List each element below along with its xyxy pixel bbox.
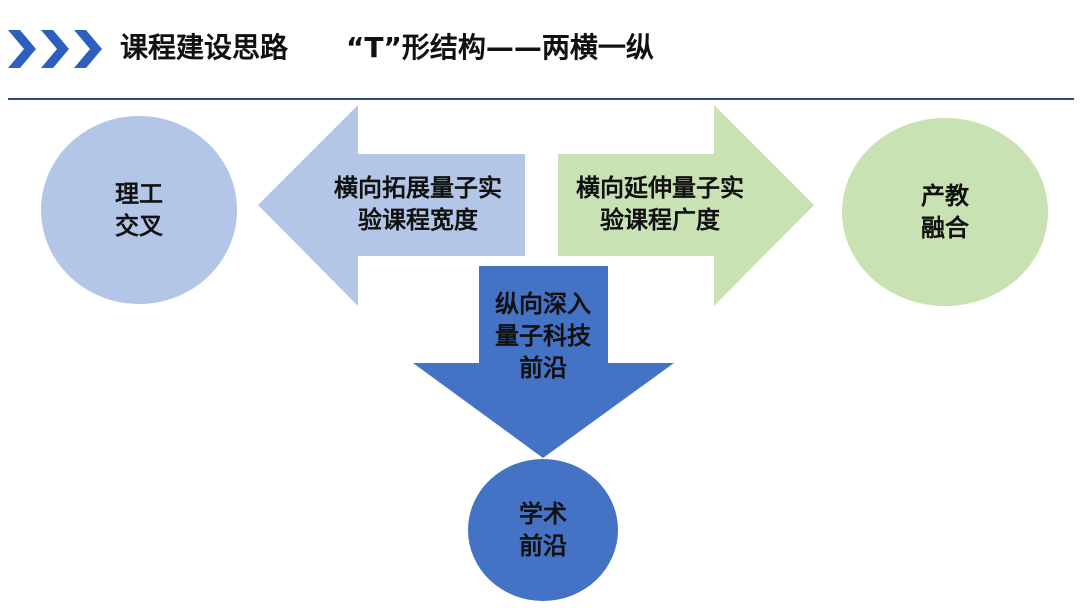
left-arrow-label-line1: 横向拓展量子实 (334, 174, 502, 202)
left-circle-label-line2: 交叉 (115, 212, 163, 240)
right-circle-label-line2: 融合 (921, 214, 969, 242)
left-arrow-label-line2: 验课程宽度 (358, 206, 478, 234)
down-arrow-label-line3: 前沿 (519, 354, 567, 382)
title-text: 课程建设思路 (120, 31, 289, 64)
chevron-right-icon-group (8, 30, 102, 68)
right-arrow-label-line2: 验课程广度 (600, 206, 720, 234)
page-title: 课程建设思路 “T”形结构——两横一纵 (120, 28, 654, 68)
chevron-right-icon (74, 30, 102, 68)
right-circle (842, 118, 1048, 306)
right-circle-label-line1: 产教 (921, 182, 969, 210)
bottom-circle (468, 459, 618, 601)
down-arrow-label: 纵向深入 量子科技 前沿 (478, 288, 608, 384)
left-arrow-label: 横向拓展量子实 验课程宽度 (318, 172, 518, 236)
left-arrow (258, 105, 525, 306)
bottom-circle-label-line1: 学术 (519, 500, 567, 528)
down-arrow-label-line1: 纵向深入 (495, 290, 591, 318)
left-circle-label: 理工 交叉 (89, 178, 189, 242)
right-arrow-label-line1: 横向延伸量子实 (576, 174, 744, 202)
down-arrow-label-line2: 量子科技 (495, 322, 591, 350)
left-circle (41, 116, 237, 304)
down-arrow (413, 266, 674, 458)
header-divider (8, 98, 1074, 100)
chevron-right-icon (41, 30, 69, 68)
chevron-right-icon (8, 30, 36, 68)
bottom-circle-label: 学术 前沿 (493, 498, 593, 562)
right-arrow-label: 横向延伸量子实 验课程广度 (560, 172, 760, 236)
right-circle-label: 产教 融合 (895, 180, 995, 244)
bottom-circle-label-line2: 前沿 (519, 532, 567, 560)
right-arrow (558, 105, 814, 306)
subtitle-text: “T”形结构——两横一纵 (346, 31, 654, 64)
left-circle-label-line1: 理工 (115, 180, 163, 208)
